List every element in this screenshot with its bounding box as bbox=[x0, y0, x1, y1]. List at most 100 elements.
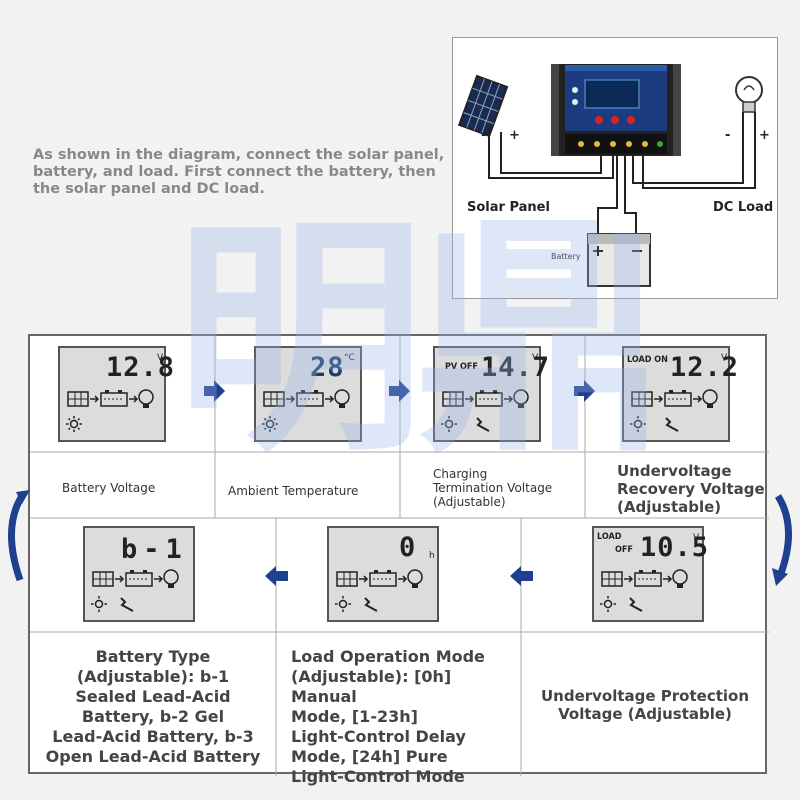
label-line: Sealed Lead-Acid bbox=[75, 687, 231, 706]
arrow-icon bbox=[663, 575, 673, 583]
wrench-icon bbox=[665, 417, 679, 432]
lcd-unit: V bbox=[693, 533, 700, 543]
label-line: Light-Control Delay bbox=[291, 727, 466, 746]
wires bbox=[488, 112, 756, 238]
solar-icon bbox=[631, 391, 653, 407]
label-line: Battery, b-2 Gel bbox=[81, 707, 225, 726]
arrow-icon bbox=[504, 395, 514, 403]
solar-icon bbox=[336, 571, 358, 587]
arrow-left-icon bbox=[265, 566, 288, 586]
label-undervoltage-protection: Undervoltage Protection Voltage (Adjusta… bbox=[521, 687, 769, 723]
sun-wrench-icons bbox=[441, 416, 490, 432]
label-load-mode: Load Operation Mode (Adjustable): [0h] M… bbox=[291, 647, 521, 787]
wrench-icon bbox=[629, 597, 643, 612]
flow-icons bbox=[336, 569, 423, 588]
label-line: Mode, [24h] Pure bbox=[291, 747, 448, 766]
lcd-unit: V bbox=[721, 353, 728, 363]
solar-panel-label: Solar Panel bbox=[467, 200, 550, 215]
flow-icons bbox=[67, 389, 154, 408]
label-line: Undervoltage Protection bbox=[540, 687, 750, 705]
label-undervoltage-recovery: Undervoltage Recovery Voltage (Adjustabl… bbox=[617, 462, 765, 516]
intro-line-2: battery, and load. First connect the bat… bbox=[33, 164, 436, 180]
lcd-value: 14.7 bbox=[481, 352, 551, 383]
battery-small-icon bbox=[296, 390, 324, 407]
wrench-icon bbox=[120, 597, 134, 612]
label-charge-termination: Charging Termination Voltage (Adjustable… bbox=[433, 467, 552, 509]
label-line: Charging bbox=[433, 467, 488, 481]
label-line: (Adjustable) bbox=[617, 498, 722, 516]
arrow-icon bbox=[90, 395, 100, 403]
solar-icon bbox=[92, 571, 114, 587]
solar-icon bbox=[263, 391, 285, 407]
bulb-small-icon bbox=[672, 569, 688, 588]
sun-icon bbox=[91, 596, 107, 612]
lcd-tag: PV OFF bbox=[445, 362, 478, 372]
arrow-left-icon bbox=[510, 566, 533, 586]
intro-text: As shown in the diagram, connect the sol… bbox=[33, 147, 458, 198]
lcd-load-mode: 0 h bbox=[327, 526, 439, 622]
arrow-icon bbox=[325, 395, 335, 403]
charge-controller-icon bbox=[551, 64, 681, 156]
flow-icons bbox=[631, 389, 718, 408]
sun-icon bbox=[600, 596, 616, 612]
battery-small-icon bbox=[634, 570, 662, 587]
display-guide-grid: 12.8 V Battery Voltage 28 °C bbox=[28, 334, 769, 786]
label-line: Battery Type bbox=[95, 647, 211, 666]
battery-label: Battery bbox=[551, 252, 581, 261]
lcd-unit: V bbox=[532, 353, 539, 363]
battery-icon bbox=[587, 233, 651, 287]
lcd-ambient-temperature: 28 °C bbox=[254, 346, 362, 442]
label-line: Undervoltage bbox=[617, 462, 732, 480]
battery-small-icon bbox=[369, 570, 397, 587]
label-battery-voltage: Battery Voltage bbox=[62, 481, 156, 495]
solar-icon bbox=[601, 571, 623, 587]
wrench-icon bbox=[476, 417, 490, 432]
load-plus: + bbox=[759, 128, 770, 143]
curved-arrow-left-icon bbox=[8, 490, 30, 582]
lcd-value: b-1 bbox=[121, 534, 188, 565]
solar-minus: - bbox=[481, 128, 487, 143]
sun-icon bbox=[630, 416, 646, 432]
flow-icons bbox=[92, 569, 179, 588]
sun-wrench-icons bbox=[600, 596, 643, 612]
solar-icon bbox=[442, 391, 464, 407]
lcd-tag: OFF bbox=[615, 545, 633, 555]
bulb-small-icon bbox=[702, 389, 718, 408]
arrow-icon bbox=[654, 395, 664, 403]
arrow-icon bbox=[129, 395, 139, 403]
curved-arrow-right-icon bbox=[772, 494, 792, 586]
arrow-icon bbox=[154, 575, 164, 583]
flow-icons bbox=[601, 569, 688, 588]
arrow-icon bbox=[286, 395, 296, 403]
intro-line-3: the solar panel and DC load. bbox=[33, 181, 265, 197]
bulb-small-icon bbox=[334, 389, 350, 408]
dc-load-label: DC Load bbox=[713, 200, 774, 215]
sun-icon bbox=[441, 416, 457, 432]
arrow-icon bbox=[398, 575, 408, 583]
flow-icons bbox=[263, 389, 350, 408]
wiring-diagram: - + - + Solar Panel DC Load Battery bbox=[452, 37, 778, 299]
arrow-right-icon bbox=[574, 380, 595, 402]
label-line: Light-Control Mode bbox=[291, 767, 465, 786]
lcd-value: 0 bbox=[399, 532, 417, 563]
bulb-small-icon bbox=[138, 389, 154, 408]
label-line: Termination Voltage bbox=[433, 481, 553, 495]
battery-small-icon bbox=[664, 390, 692, 407]
sun-icon bbox=[262, 416, 278, 432]
label-line: Open Lead-Acid Battery bbox=[45, 747, 261, 766]
grid-lines bbox=[30, 336, 769, 776]
lcd-value: 28 bbox=[310, 352, 345, 383]
arrow-icon bbox=[693, 395, 703, 403]
label-ambient-temperature: Ambient Temperature bbox=[228, 484, 359, 498]
lcd-battery-voltage: 12.8 V bbox=[58, 346, 174, 442]
wiring-svg bbox=[457, 64, 763, 287]
battery-small-icon bbox=[100, 390, 128, 407]
lcd-unit: h bbox=[429, 551, 435, 561]
lcd-tag: LOAD bbox=[597, 532, 622, 542]
bulb-small-icon bbox=[407, 569, 423, 588]
lcd-battery-type: b-1 bbox=[83, 526, 195, 622]
label-line: (Adjustable): b-1 bbox=[76, 667, 230, 686]
light-bulb-icon bbox=[735, 76, 763, 113]
arrow-icon bbox=[624, 575, 634, 583]
lcd-undervoltage-protection: LOAD OFF 10.5 V bbox=[592, 526, 708, 622]
